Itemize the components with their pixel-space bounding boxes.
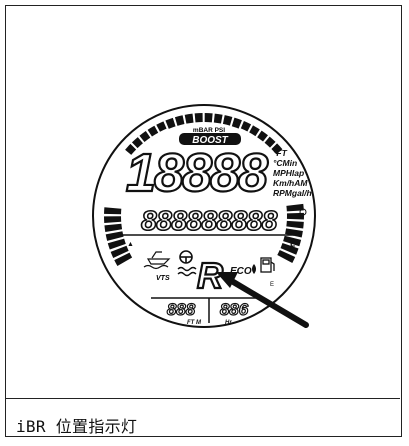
- gauge-cluster-svg: mBAR PSI BOOST 18888 °FT °CMin MPHlap Km…: [92, 104, 316, 328]
- ibr-position-indicator: R: [197, 255, 223, 296]
- boost-segment: [257, 130, 268, 142]
- depth-display: 888: [167, 300, 196, 319]
- alphanumeric-display: 888888888: [141, 205, 278, 236]
- left-bar-segment: [104, 216, 122, 223]
- right-bar-segment: [285, 228, 303, 238]
- fuel-pump-icon: [260, 257, 275, 273]
- gauge-bezel: [92, 104, 316, 328]
- boat-trim-icon: [143, 251, 171, 270]
- boost-segment: [213, 113, 223, 124]
- boost-segment: [174, 115, 185, 126]
- left-bar-graph: [104, 207, 133, 266]
- hours-units: Hr: [225, 320, 232, 326]
- boost-segment: [125, 143, 137, 155]
- right-bar-segment: [277, 250, 296, 263]
- left-bar-up-arrow: ▲: [127, 241, 134, 248]
- right-bar-segment: [280, 243, 299, 255]
- boost-segment: [271, 143, 283, 155]
- left-bar-segment: [104, 207, 122, 215]
- gauge-illustration: mBAR PSI BOOST 18888 °FT °CMin MPHlap Km…: [6, 6, 400, 398]
- boost-segment: [204, 113, 213, 123]
- boost-segment: [139, 131, 151, 142]
- left-bar-segment: [105, 231, 124, 241]
- unit-label-mphlap: MPHlap: [273, 168, 304, 178]
- fuel-full-label: F: [290, 241, 296, 251]
- unit-label-ft: °FT: [273, 148, 288, 158]
- eco-label: ECO: [230, 266, 252, 277]
- left-bar-segment: [107, 238, 126, 250]
- right-bar-segment: [286, 220, 304, 229]
- boost-segment: [264, 136, 276, 148]
- boost-segment: [131, 137, 143, 149]
- figure-frame: mBAR PSI BOOST 18888 °FT °CMin MPHlap Km…: [5, 5, 402, 437]
- fuel-empty-label: E: [270, 282, 274, 288]
- unit-labels: °FT °CMin MPHlap Km/hAM RPMgal/h: [273, 148, 312, 198]
- boost-segment: [184, 113, 194, 124]
- hours-display: 886: [220, 300, 249, 319]
- left-bar-segment: [114, 252, 133, 266]
- boost-segment: [156, 121, 167, 132]
- depth-units: FT M: [187, 320, 202, 326]
- right-bar-segment: [283, 235, 302, 247]
- right-bar-graph: [277, 203, 304, 263]
- boost-units-label: mBAR PSI: [193, 127, 225, 134]
- unit-label-kmham: Km/hAM: [273, 178, 308, 188]
- right-bar-segment: [286, 212, 304, 220]
- boost-segment: [222, 115, 233, 126]
- boost-segment: [194, 113, 203, 123]
- right-bar-segment: [286, 203, 304, 212]
- boost-segment: [231, 117, 242, 129]
- boost-segment: [249, 125, 260, 137]
- boost-segment: [165, 117, 176, 129]
- figure-caption: iBR 位置指示灯: [16, 417, 138, 436]
- unit-label-cmin: °CMin: [273, 158, 297, 168]
- vts-label: VTS: [156, 275, 170, 282]
- boost-label: BOOST: [192, 135, 228, 146]
- boost-label-bg: [179, 133, 241, 145]
- caption-divider: [6, 398, 400, 399]
- main-digit-display: 18888: [126, 143, 268, 203]
- boost-segment: [240, 121, 252, 132]
- water-temperature-icon: [177, 266, 197, 277]
- left-bar-segment: [110, 245, 129, 258]
- unit-label-rpmgal: RPMgal/h: [273, 188, 312, 198]
- eco-leaf-icon: [252, 264, 256, 274]
- steering-wheel-icon: [179, 250, 193, 264]
- boost-segment: [147, 125, 159, 137]
- boost-bar-arc: [125, 113, 283, 155]
- left-bar-segment: [104, 223, 123, 232]
- callout-arrow: [216, 272, 309, 328]
